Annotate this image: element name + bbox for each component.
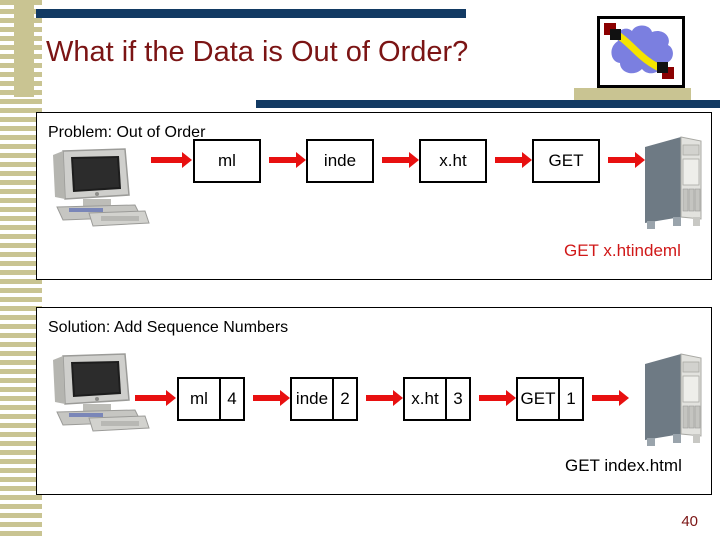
packet-payload: inde [295,389,329,408]
packet-box: inde 2 [290,377,358,421]
rail-solid-block [14,0,34,97]
packet-payload: x.ht [411,389,439,408]
arrow-packet-2-to-3 [366,390,403,406]
packet-box: GET 1 [516,377,584,421]
server-tower-icon [637,350,707,455]
arrow-packet-4-to-server [608,152,645,168]
header-accent-bar-top [36,9,466,18]
packet-payload: ml [190,389,208,408]
packet-payload: ml [218,151,236,170]
packet-box: x.ht 3 [403,377,471,421]
panel-problem-heading: Problem: Out of Order [48,124,206,141]
header-accent-bar-bottom [256,100,720,108]
packet-payload: x.ht [439,151,467,170]
packet-box: ml [193,139,261,183]
packet-box: x.ht [419,139,487,183]
arrow-packet-3-to-4 [495,152,532,168]
header-khaki-block [574,88,691,102]
arrow-computer-to-packet-1 [135,390,176,406]
desktop-computer-icon [49,147,153,232]
server-tower-icon [637,133,707,238]
packet-payload: GET [520,389,556,408]
packet-sequence-number: 3 [445,379,469,419]
packet-payload: GET [548,151,584,170]
panel-problem-caption: GET x.htindeml [564,241,681,260]
packet-box: inde [306,139,374,183]
panel-solution-caption: GET index.html [565,456,682,475]
arrow-packet-1-to-2 [269,152,306,168]
arrow-packet-4-to-server [592,390,629,406]
arrow-packet-2-to-3 [382,152,419,168]
page-title: What if the Data is Out of Order? [46,36,469,68]
packet-sequence-number: 2 [332,379,356,419]
arrow-packet-1-to-2 [253,390,290,406]
packet-box: GET [532,139,600,183]
panel-problem: Problem: Out of Order ml inde x.ht GET [36,112,712,280]
packet-payload: inde [323,151,357,170]
arrow-packet-3-to-4 [479,390,516,406]
arrow-computer-to-packet-1 [151,152,192,168]
network-cloud-icon [597,16,685,88]
packet-box: ml 4 [177,377,245,421]
panel-solution: Solution: Add Sequence Numbers ml 4 inde… [36,307,712,495]
packet-sequence-number: 4 [219,379,243,419]
page-number: 40 [681,513,698,530]
packet-sequence-number: 1 [558,379,582,419]
desktop-computer-icon [49,352,153,437]
panel-solution-heading: Solution: Add Sequence Numbers [48,319,289,336]
